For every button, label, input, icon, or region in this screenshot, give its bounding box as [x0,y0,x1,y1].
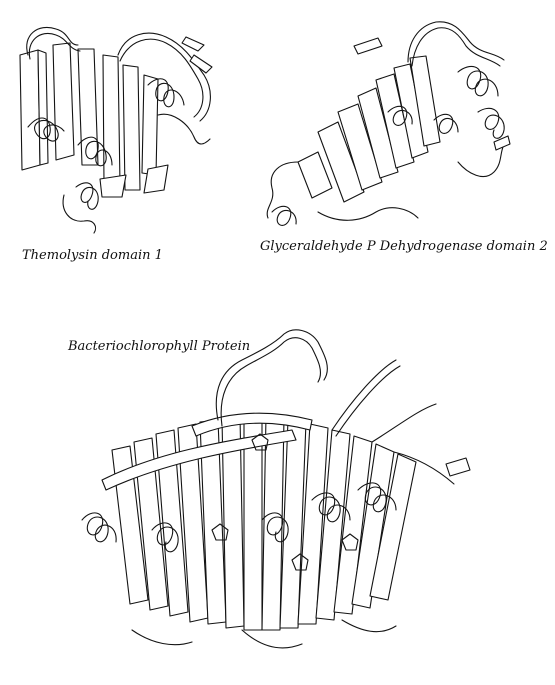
bchl-cross-strands [101,412,313,491]
thermolysin-caption: Themolysin domain 1 [22,248,163,263]
bchl-sheet-strands [111,415,417,631]
thermolysin-helices [27,78,185,210]
bacteriochlorophyll-caption: Bacteriochlorophyll Protein [68,339,251,354]
bchl-chromophores [211,433,359,571]
thermolysin-loops [26,27,213,234]
gapdh-sheet [297,55,441,203]
gapdh-ribbon-diagram [266,21,511,226]
thermolysin-strands [19,42,169,198]
gapdh-loops [266,21,511,221]
gapdh-caption: Glyceraldehyde P Dehydrogenase domain 2 [260,239,548,254]
gapdh-helices [271,65,505,226]
thermolysin-ribbon-diagram [19,27,213,234]
bacteriochlorophyll-ribbon-diagram [81,329,471,649]
bchl-loops [131,329,471,649]
bchl-helices [81,482,397,553]
